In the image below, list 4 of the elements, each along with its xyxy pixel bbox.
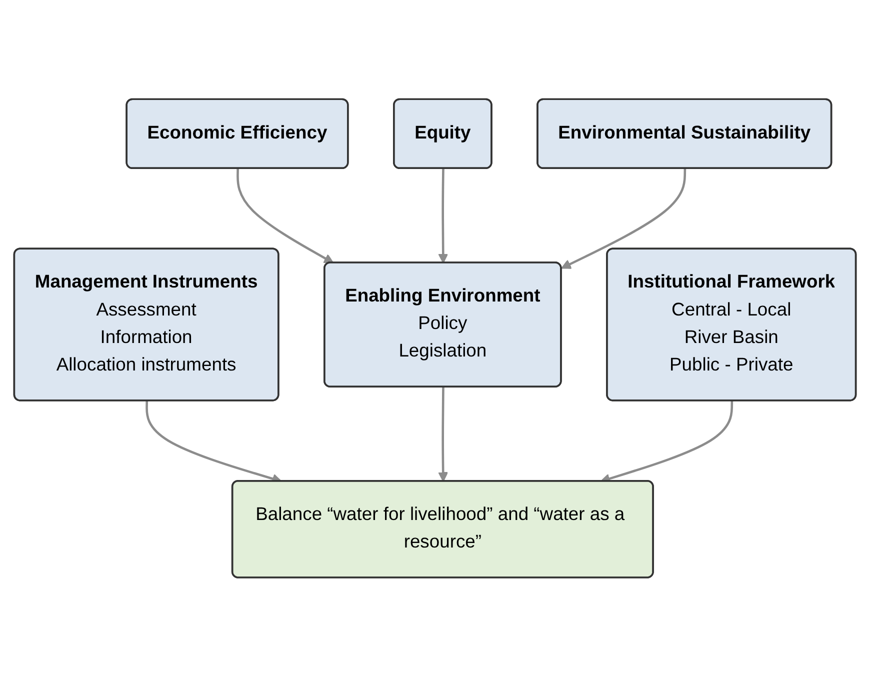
- arrow: [438, 386, 448, 482]
- arrow: [438, 168, 448, 264]
- arrow: [561, 168, 686, 269]
- arrow: [236, 168, 334, 264]
